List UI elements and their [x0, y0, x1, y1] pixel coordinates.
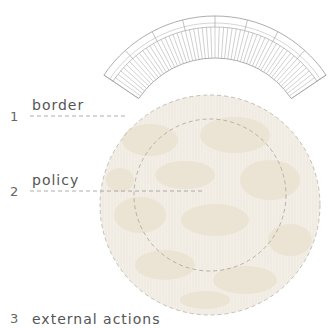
- fan-part: [183, 20, 186, 31]
- fan-part: [127, 65, 149, 87]
- fan-part: [206, 27, 208, 58]
- fan-part: [157, 41, 172, 68]
- fan-part: [215, 16, 216, 27]
- border-outline: [100, 95, 320, 315]
- fan-part: [245, 20, 248, 31]
- fan-part: [287, 74, 311, 93]
- fan-part: [125, 50, 132, 58]
- fan-part: [143, 50, 161, 75]
- fan-part: [269, 50, 287, 75]
- fan-part: [279, 62, 301, 84]
- fan-part: [274, 56, 294, 80]
- fan-part: [291, 81, 317, 98]
- fan-part: [136, 56, 156, 80]
- fan-part: [211, 27, 212, 58]
- fan-part: [255, 39, 269, 67]
- fan-part: [297, 50, 304, 58]
- fan-part: [133, 59, 154, 82]
- fan-part: [198, 28, 202, 59]
- fan-part: [218, 27, 219, 58]
- callout-number: 1: [10, 110, 19, 123]
- fan-part: [317, 75, 326, 81]
- fan-part: [261, 43, 277, 70]
- fan-part: [146, 48, 163, 74]
- fan-part: [240, 32, 249, 62]
- policy-outline: [134, 119, 286, 271]
- region-circle: [100, 95, 320, 315]
- fan-part: [189, 30, 195, 60]
- fan-part: [177, 33, 187, 62]
- fan-grating: [104, 16, 326, 99]
- fan-part: [185, 31, 192, 61]
- fan-part: [139, 53, 158, 77]
- fan-part: [118, 74, 142, 93]
- fan-part: [104, 75, 113, 81]
- callout-number: 2: [10, 185, 19, 198]
- fan-part: [215, 27, 216, 58]
- callout-label: border: [32, 98, 84, 112]
- fan-part: [285, 71, 309, 91]
- fan-part: [110, 23, 321, 79]
- callout-label: external actions: [32, 312, 160, 326]
- fan-part: [273, 32, 278, 42]
- fan-part: [277, 59, 298, 82]
- fan-part: [272, 53, 291, 77]
- leader-line: [30, 116, 128, 117]
- fan-part: [225, 28, 228, 59]
- fan-part: [154, 43, 170, 70]
- fan-part: [130, 62, 152, 84]
- fan-part: [264, 46, 280, 72]
- fan-part: [115, 78, 140, 96]
- fan-part: [152, 32, 157, 42]
- fan-part: [258, 41, 273, 68]
- fan-part: [113, 81, 139, 98]
- callout-label: policy: [32, 173, 79, 187]
- fan-part: [104, 16, 326, 99]
- fan-part: [113, 27, 317, 81]
- fan-part: [289, 78, 314, 96]
- fan-part: [231, 29, 236, 60]
- fan-part: [228, 28, 232, 59]
- callout-number: 3: [10, 312, 19, 325]
- fan-part: [150, 46, 166, 72]
- fan-part: [266, 48, 283, 74]
- fan-part: [202, 28, 205, 59]
- fan-part: [237, 31, 244, 61]
- fan-part: [234, 30, 240, 60]
- fan-part: [121, 71, 145, 91]
- fan-part: [194, 29, 199, 60]
- fan-part: [221, 27, 223, 58]
- leader-line: [30, 191, 205, 192]
- fan-part: [181, 32, 190, 62]
- fan-part: [281, 65, 303, 87]
- fan-part: [283, 68, 306, 89]
- fan-part: [124, 68, 147, 89]
